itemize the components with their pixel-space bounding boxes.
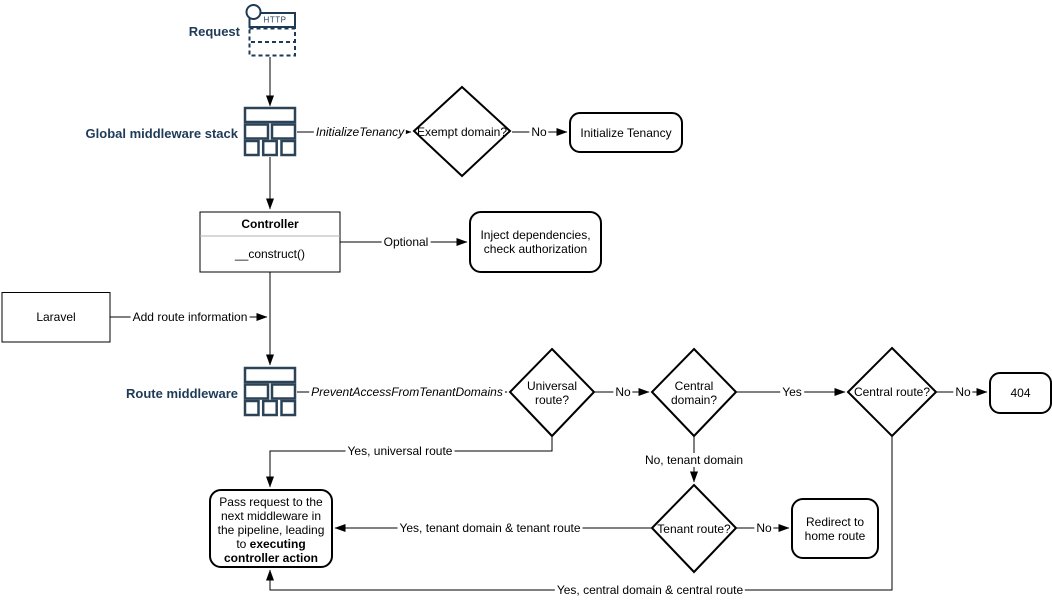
http-icon-titlebar xyxy=(248,12,296,28)
central-domain-text: Central domain? xyxy=(670,378,718,407)
laravel-box xyxy=(1,292,111,343)
plain-boxes xyxy=(1,211,341,343)
edge-label-yes-tenant-domain-route: Yes, tenant domain & tenant route xyxy=(397,521,583,535)
pass-request-text: Pass request to the next middleware in t… xyxy=(213,491,329,570)
404-text: 404 xyxy=(1010,386,1031,400)
route-middleware-label: Route middleware xyxy=(126,385,238,401)
universal-route-diamond xyxy=(508,347,596,438)
controller-method: __construct() xyxy=(234,247,306,261)
process-boxes xyxy=(209,112,1052,568)
exempt-domain-diamond xyxy=(412,85,512,178)
edge-label-yes-central-domain-route: Yes, central domain & central route xyxy=(554,583,746,597)
central-route-diamond xyxy=(846,346,938,438)
edge-label-optional: Optional xyxy=(381,235,431,249)
404-box xyxy=(989,372,1052,414)
middleware-stack-icon xyxy=(243,106,297,157)
laravel-text: Laravel xyxy=(36,310,76,324)
edge-label-initializetenancy: InitializeTenancy xyxy=(313,125,407,139)
request-label: Request xyxy=(188,23,240,39)
initialize-tenancy-box xyxy=(569,112,683,153)
exempt-domain-text: Exempt domain? xyxy=(416,124,508,139)
edge-label-exempt-no: No xyxy=(529,125,549,139)
edge-label-central-domain-yes: Yes xyxy=(780,385,804,399)
redirect-home-text: Redirect to home route xyxy=(804,514,866,543)
route-middleware-stack-icon xyxy=(243,366,297,417)
initialize-tenancy-text: Initialize Tenancy xyxy=(580,125,672,140)
http-icon-circle xyxy=(245,4,262,20)
inject-dependencies-text: Inject dependencies, check authorization xyxy=(480,228,591,256)
edge-label-tenant-no: No xyxy=(754,521,774,535)
universal-route-text: Universal route? xyxy=(526,378,577,407)
controller-title: Controller xyxy=(241,217,299,231)
tenant-route-diamond xyxy=(650,483,738,574)
central-route-text: Central route? xyxy=(853,385,931,399)
tenant-route-text: Tenant route? xyxy=(657,521,731,536)
global-middleware-stack-label: Global middleware stack xyxy=(85,125,238,141)
redirect-home-box xyxy=(791,498,879,559)
edge-label-preventaccessfromtenantdomains: PreventAccessFromTenantDomains xyxy=(309,385,505,399)
edge-label-add-route-information: Add route information xyxy=(130,310,250,324)
http-request-icon xyxy=(245,4,296,57)
edge-label-universal-no: No xyxy=(613,385,633,399)
central-domain-diamond xyxy=(650,347,738,438)
pass-request-text-normal: Pass request to the next middleware in t… xyxy=(217,495,325,551)
edge-label-central-route-no: No xyxy=(953,385,973,399)
pass-request-text-bold: executing controller action xyxy=(223,537,318,565)
edge-label-no-tenant-domain: No, tenant domain xyxy=(642,453,746,467)
controller-box xyxy=(199,211,341,273)
http-icon-label: HTTP xyxy=(263,15,287,25)
inject-dependencies-box xyxy=(469,211,602,273)
edge-label-yes-universal-route: Yes, universal route xyxy=(345,444,455,458)
pass-request-box xyxy=(209,489,333,568)
decision-diamonds xyxy=(412,85,938,574)
